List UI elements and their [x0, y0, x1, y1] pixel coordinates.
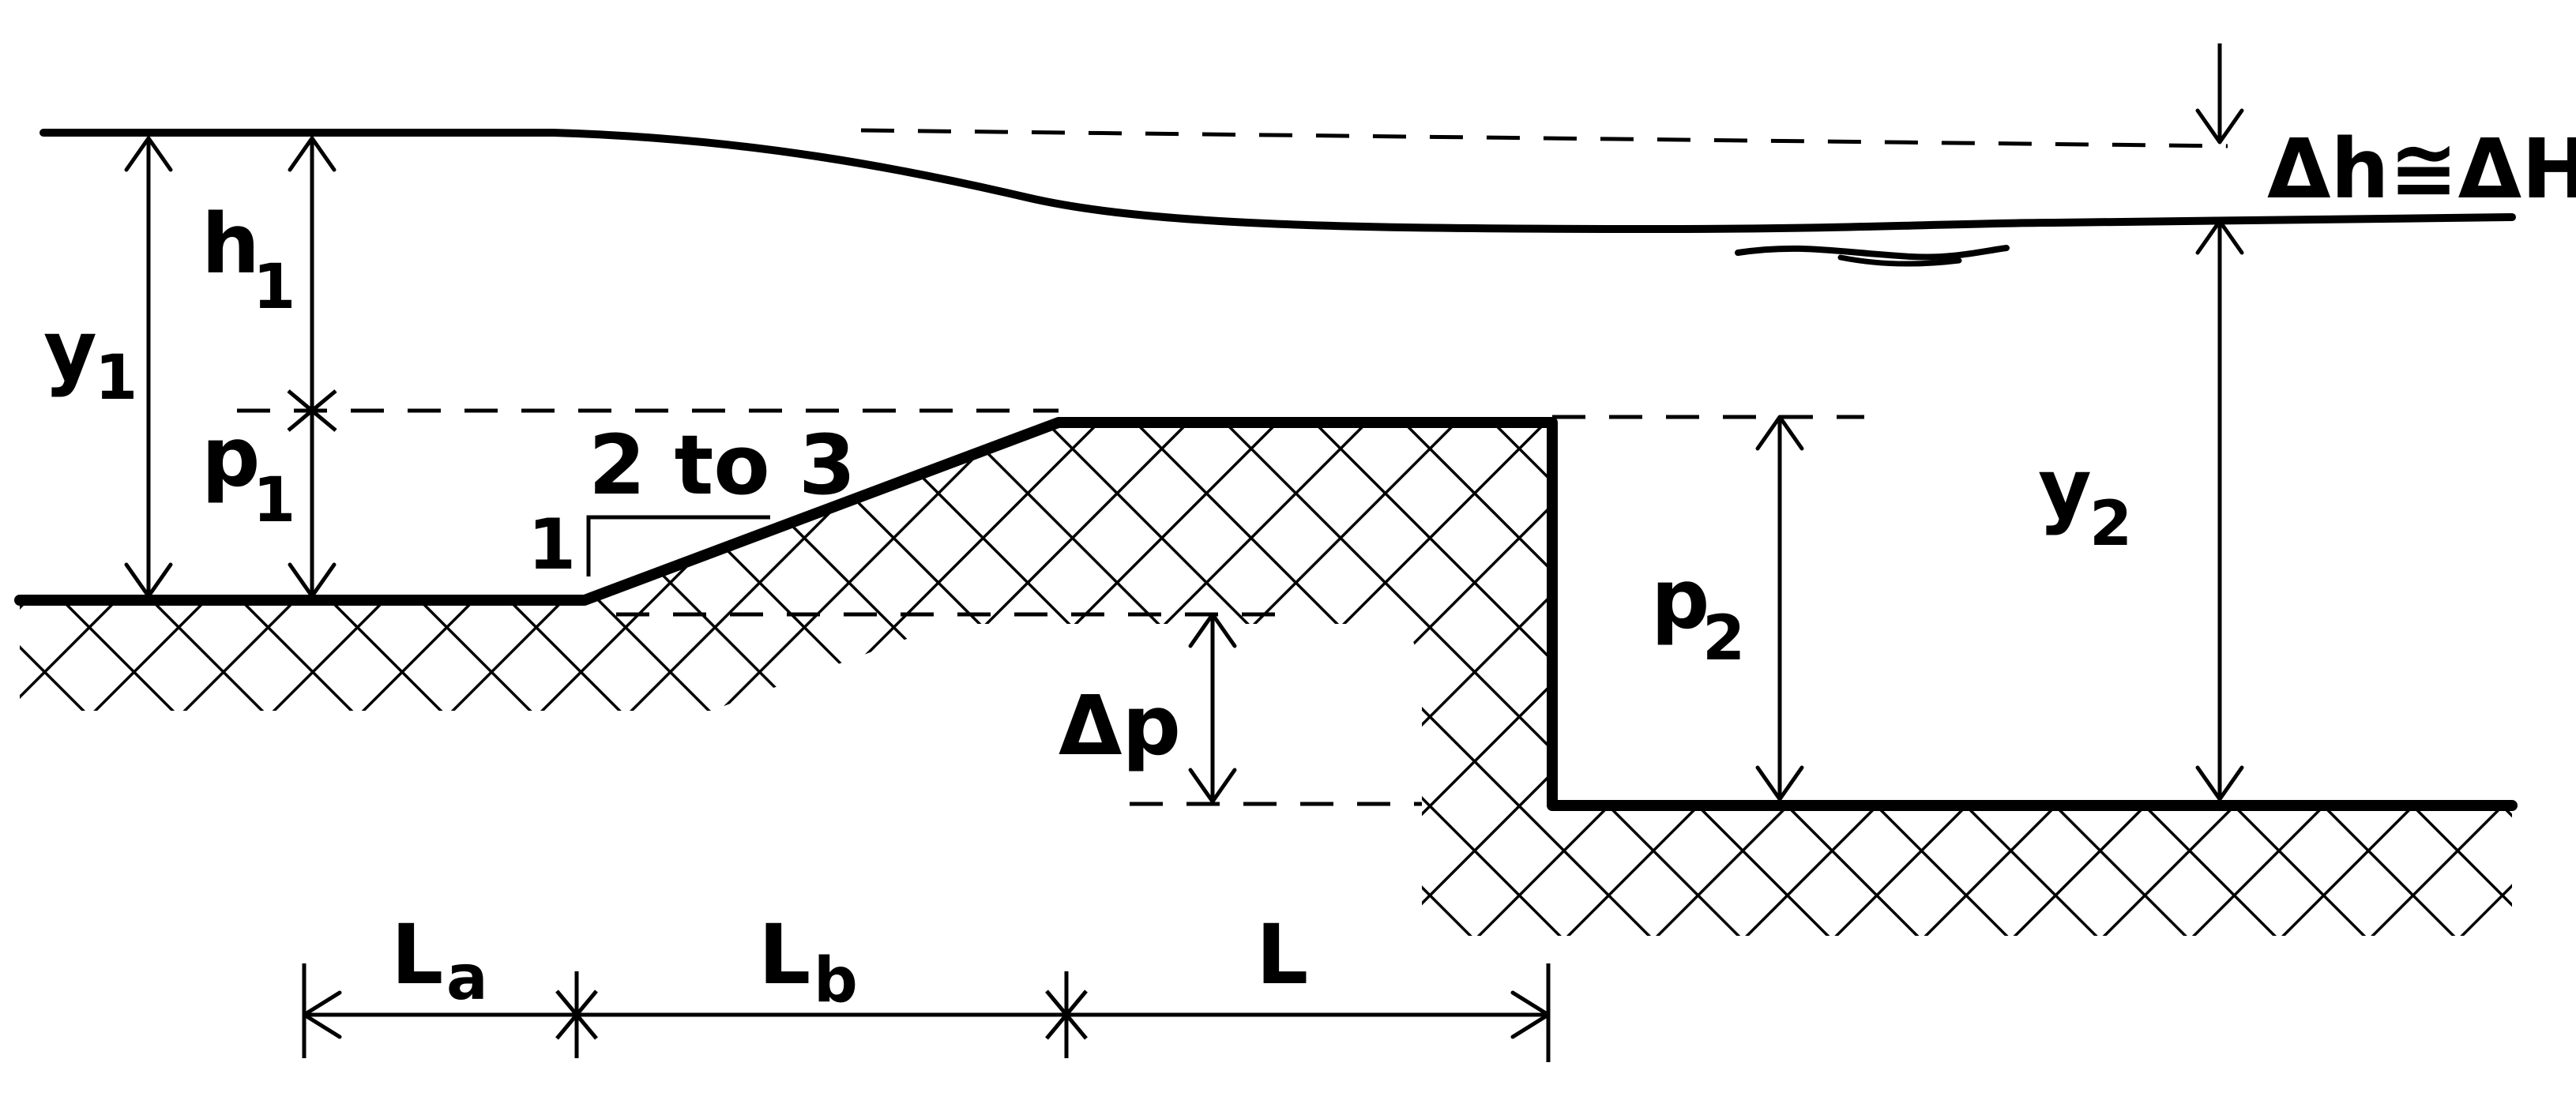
svg-text:a: a — [446, 943, 488, 1014]
label-L: L — [1256, 907, 1308, 1003]
p2-dimension — [1755, 415, 1804, 802]
p1-dimension — [288, 411, 337, 599]
weir-profile — [14, 417, 2518, 811]
svg-text:L: L — [758, 907, 810, 1003]
svg-text:p: p — [201, 409, 260, 505]
label-h1: h 1 — [201, 196, 295, 323]
label-delta-h: Δh≅ΔH — [2267, 121, 2576, 217]
length-dimensions — [302, 963, 1551, 1062]
svg-text:2: 2 — [2089, 489, 2132, 560]
svg-text:L: L — [391, 907, 443, 1003]
label-y2: y 2 — [2038, 441, 2132, 560]
svg-text:b: b — [814, 945, 858, 1016]
downstream-bed-hatch — [1422, 805, 2512, 936]
slope-indicator — [586, 515, 770, 576]
label-y1: y 1 — [43, 302, 137, 414]
label-La: L a — [391, 907, 488, 1014]
water-surface — [39, 129, 2516, 267]
y2-dimension — [2195, 219, 2244, 802]
svg-text:1: 1 — [253, 465, 295, 536]
svg-text:1: 1 — [95, 343, 137, 414]
energy-line-dashed — [860, 128, 2228, 148]
upstream-bed-and-weir-hatch — [20, 422, 1552, 805]
delta-h-arrow — [2195, 43, 2244, 145]
label-p1: p 1 — [201, 409, 295, 536]
svg-text:1: 1 — [253, 252, 295, 323]
svg-text:2: 2 — [1702, 603, 1745, 674]
svg-text:y: y — [2038, 441, 2092, 537]
label-delta-p: Δp — [1059, 678, 1181, 774]
label-Lb: L b — [758, 907, 858, 1016]
label-p2: p 2 — [1651, 551, 1745, 674]
label-slope-run: 2 to 3 — [589, 417, 856, 513]
svg-text:y: y — [43, 302, 97, 399]
y1-dimension — [124, 136, 173, 599]
label-slope-rise: 1 — [528, 504, 576, 585]
delta-p-dimension — [1188, 612, 1237, 804]
svg-text:p: p — [1651, 551, 1709, 648]
reference-lines — [237, 128, 2228, 806]
svg-text:h: h — [201, 196, 260, 292]
